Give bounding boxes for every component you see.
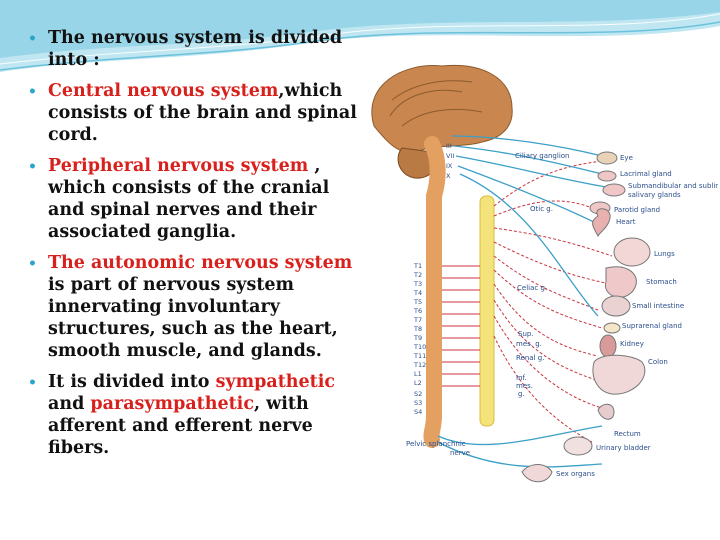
organ-label: Heart [616, 218, 636, 226]
organ-label: Pelvic splanchnic [406, 440, 466, 448]
spinal-segment-label: T4 [413, 289, 422, 297]
organ-label: Celiac g. [517, 284, 547, 292]
spinal-segment-label: T2 [413, 271, 422, 279]
kidney-illustration [599, 334, 617, 358]
organ-label: Renal g. [516, 354, 544, 362]
organ-label: Sup. [518, 330, 534, 338]
heart-illustration [592, 208, 611, 238]
eye-illustration [596, 151, 618, 165]
suprarenal-gland-illustration [603, 322, 621, 334]
bullet-item: • It is divided into sympathetic and para… [26, 371, 361, 459]
bullet-text: , with afferent and efferent nerve fiber… [48, 394, 313, 458]
organ-label: Colon [648, 358, 668, 366]
colon-illustration [592, 354, 646, 395]
highlighted-term: Central nervous system [48, 81, 279, 101]
spinal-segment-label: L1 [414, 370, 422, 378]
bullet-list: • The nervous system is divided into : • Ce… [26, 27, 361, 468]
sex-organs-illustration [521, 464, 553, 483]
sympathetic-chain [479, 195, 495, 427]
highlighted-term: parasympathetic [90, 394, 254, 414]
lungs-illustration [613, 237, 651, 267]
spinal-segment-label: S4 [414, 408, 422, 416]
organ-label: Small intestine [632, 302, 684, 310]
spinal-segment-label: T7 [413, 316, 422, 324]
bullet-dot-icon: • [28, 159, 37, 175]
organ-label: Eye [620, 154, 633, 162]
spinal-cord-illustration [423, 136, 446, 448]
spinal-segment-label: T9 [413, 334, 422, 342]
organ-label: Stomach [646, 278, 677, 286]
bullet-dot-icon: • [28, 31, 37, 47]
bullet-text: , which consists of the cranial and spin… [48, 156, 330, 242]
cranial-nerve-label: X [446, 172, 451, 180]
highlighted-term: sympathetic [215, 372, 336, 392]
spinal-segment-label: T6 [413, 307, 422, 315]
organ-label: Sex organs [556, 470, 595, 478]
salivary-glands-illustration [602, 183, 626, 197]
header-wave-decoration [0, 0, 720, 72]
spinal-segment-label: T3 [413, 280, 422, 288]
autonomic-nervous-system-diagram: Ciliary ganglion Eye Lacrimal gland Subm… [362, 56, 718, 496]
organ-label: mes. [516, 382, 533, 390]
organ-label: Parotid gland [614, 206, 660, 214]
spinal-segment-label: S2 [414, 390, 422, 398]
organ-label: g. [518, 390, 525, 398]
organ-label: Lacrimal gland [620, 170, 672, 178]
cranial-nerve-label: IX [446, 162, 453, 170]
spinal-segment-label: T11 [413, 352, 426, 360]
rectum-illustration [597, 403, 615, 420]
organ-label: Lungs [654, 250, 675, 258]
organ-label: Inf. [516, 374, 527, 382]
organ-label: nerve [450, 449, 470, 457]
lacrimal-gland-illustration [597, 170, 617, 182]
bullet-dot-icon: • [28, 375, 37, 391]
spinal-segment-label: L2 [414, 379, 422, 387]
organ-label: salivary glands [628, 191, 681, 199]
urinary-bladder-illustration [563, 436, 593, 456]
highlighted-term: Peripheral nervous system [48, 156, 309, 176]
bullet-text: It is divided into [48, 372, 216, 392]
spinal-segment-label: T5 [413, 298, 422, 306]
cranial-nerve-label: VII [446, 152, 454, 160]
bullet-dot-icon: • [28, 84, 37, 100]
stomach-illustration [604, 266, 637, 298]
organ-label: Urinary bladder [596, 444, 651, 452]
bullet-item: • Peripheral nervous system , which consi… [26, 155, 361, 243]
organ-label: Ciliary ganglion [515, 152, 569, 160]
bullet-text: and [48, 394, 91, 414]
bullet-dot-icon: • [28, 256, 37, 272]
spinal-segment-label: S3 [414, 399, 422, 407]
bullet-item: • The nervous system is divided into : [26, 27, 361, 71]
organ-label: Kidney [620, 340, 644, 348]
organ-label: Submandibular and sublingual [628, 182, 718, 190]
brain-illustration [371, 64, 513, 154]
spinal-segment-label: T1 [413, 262, 422, 270]
cranial-nerve-label: III [446, 142, 452, 150]
bullet-text: The nervous system is divided into : [48, 28, 343, 70]
organ-label: Otic g. [530, 205, 553, 213]
bullet-item: • The autonomic nervous system is part of… [26, 252, 361, 362]
organ-label: Rectum [614, 430, 641, 438]
spinal-segment-label: T12 [413, 361, 426, 369]
spinal-segment-label: T10 [413, 343, 426, 351]
small-intestine-illustration [601, 295, 631, 317]
highlighted-term: The autonomic nervous system [48, 253, 353, 273]
bullet-text: is part of nervous system innervating in… [48, 275, 338, 361]
bullet-item: • Central nervous system,which consists o… [26, 80, 361, 146]
spinal-segment-label: T8 [413, 325, 422, 333]
organ-label: Suprarenal gland [622, 322, 682, 330]
organ-label: mes. g. [516, 340, 542, 348]
bullet-text: ,which consists of the brain and spinal … [48, 81, 357, 145]
